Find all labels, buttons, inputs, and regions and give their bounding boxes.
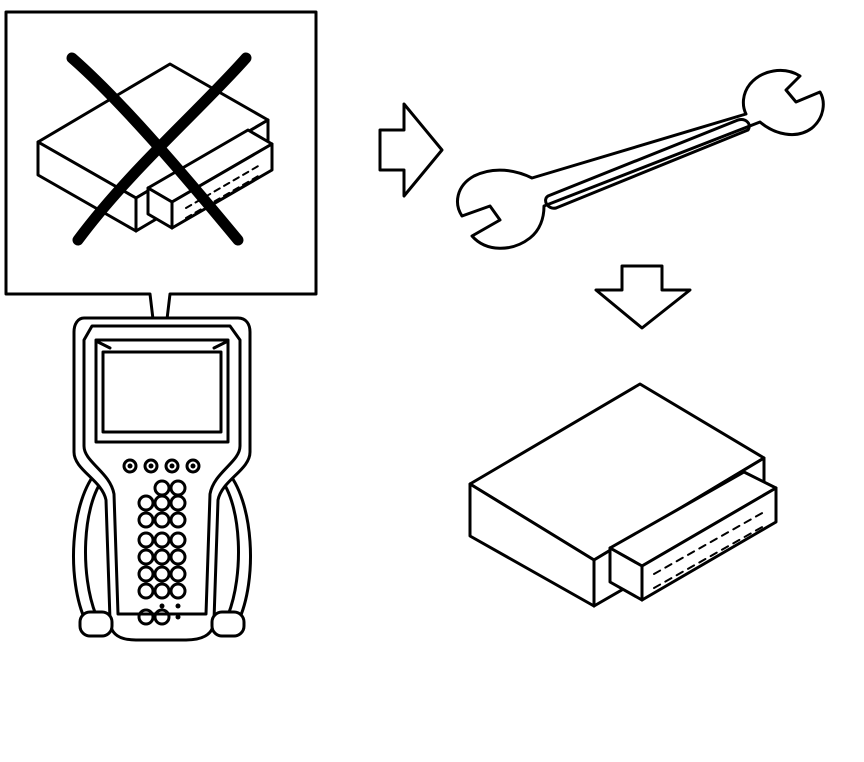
down-arrow-icon (594, 264, 692, 330)
ecu-module-icon (468, 382, 778, 608)
scan-tool-icon (72, 316, 252, 642)
wrench-icon (456, 68, 825, 250)
ecu-module-crossed-out-icon (36, 52, 274, 246)
crossed-module-callout (4, 10, 318, 380)
right-arrow-icon (378, 102, 444, 198)
